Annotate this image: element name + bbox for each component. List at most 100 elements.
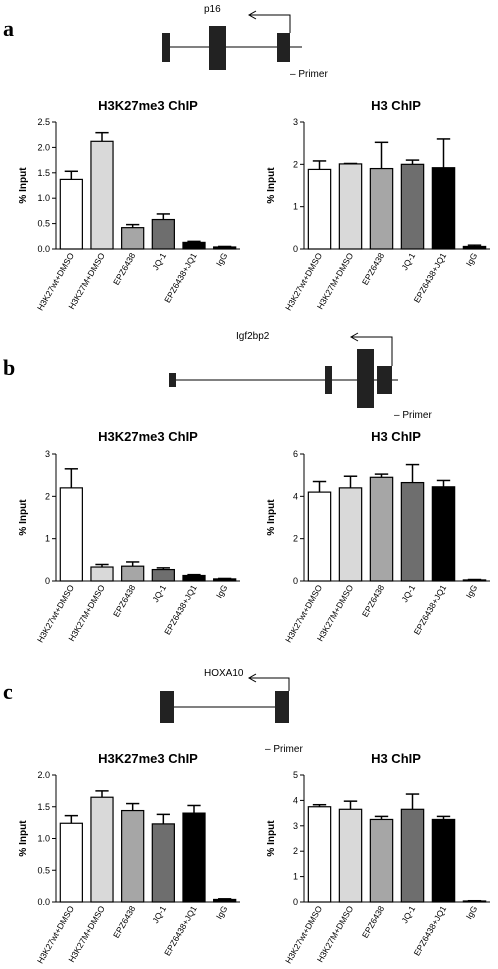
arrowhead-icon	[247, 10, 257, 20]
panel-a: a p16 – Primer H3K27me3 ChIP% Input0.00.…	[3, 4, 490, 312]
bar	[182, 574, 206, 582]
chart-title: H3 ChIP	[371, 751, 421, 766]
exon-1	[162, 33, 170, 62]
bar	[90, 566, 114, 582]
y-tick-label: 4	[293, 491, 298, 501]
bar	[400, 808, 425, 903]
y-tick-label: 2.0	[37, 770, 50, 780]
y-axis-label: % Input	[18, 499, 29, 536]
y-tick-label: 0.0	[37, 244, 50, 254]
bar	[182, 812, 206, 903]
x-category-label: EPZ6438+JQ1	[412, 251, 449, 305]
y-tick-label: 1.5	[37, 168, 50, 178]
bar	[307, 491, 332, 582]
bar	[151, 823, 175, 903]
bar	[213, 578, 237, 582]
x-category-label: EPZ6438+JQ1	[162, 583, 199, 637]
gene-name-c: HOXA10	[204, 668, 244, 679]
y-tick-label: 2.0	[37, 142, 50, 152]
tss-arrow-icon	[250, 14, 291, 33]
bar	[182, 241, 206, 250]
y-axis-label: % Input	[18, 167, 29, 204]
y-tick-label: 1.0	[37, 193, 50, 203]
y-axis-label: % Input	[266, 167, 277, 204]
bar	[369, 476, 394, 582]
bar	[151, 568, 175, 582]
y-tick-label: 1	[293, 872, 298, 882]
x-category-label: EPZ6438	[360, 583, 387, 619]
primer-label-b: – Primer	[394, 410, 432, 421]
y-tick-label: 1.5	[37, 802, 50, 812]
bar	[431, 167, 456, 250]
bar	[338, 808, 363, 903]
bar	[59, 487, 83, 582]
exon-2	[209, 26, 226, 70]
x-category-label: IgG	[464, 251, 480, 268]
primer-label-a: – Primer	[290, 69, 328, 80]
bar	[121, 227, 145, 250]
y-tick-label: 3	[45, 449, 50, 459]
y-tick-label: 0.0	[37, 897, 50, 907]
bar	[121, 809, 145, 903]
tss-arrow-icon	[250, 677, 290, 691]
x-category-label: IgG	[214, 251, 230, 268]
y-axis-label: % Input	[266, 820, 277, 857]
bar	[307, 168, 332, 250]
y-tick-label: 2	[293, 159, 298, 169]
chart-title: H3 ChIP	[371, 98, 421, 113]
bar	[90, 796, 114, 903]
bar	[400, 481, 425, 582]
y-tick-label: 1	[45, 534, 50, 544]
x-category-label: EPZ6438+JQ1	[162, 904, 199, 958]
y-tick-label: 2	[45, 491, 50, 501]
y-tick-label: 6	[293, 449, 298, 459]
chart-a-h3k27me3: H3K27me3 ChIP% Input0.00.51.01.52.02.5H3…	[18, 98, 240, 312]
chart-title: H3 ChIP	[371, 429, 421, 444]
primer-label-c: – Primer	[265, 744, 303, 755]
x-category-label: IgG	[214, 583, 230, 600]
bar	[59, 178, 83, 250]
x-category-label: EPZ6438	[111, 251, 138, 287]
x-category-label: JQ-1	[399, 583, 417, 604]
y-tick-label: 3	[293, 117, 298, 127]
exon-1	[160, 691, 174, 723]
chart-title: H3K27me3 ChIP	[98, 751, 198, 766]
y-tick-label: 0	[293, 897, 298, 907]
x-category-label: EPZ6438	[111, 904, 138, 940]
bar	[462, 245, 487, 250]
bar	[400, 163, 425, 250]
y-tick-label: 0.5	[37, 219, 50, 229]
x-category-label: JQ-1	[399, 251, 417, 272]
x-category-label: EPZ6438	[360, 904, 387, 940]
y-tick-label: 2	[293, 846, 298, 856]
chart-b-h3k27me3: H3K27me3 ChIP% Input0123H3K27wt+DMSOH3K2…	[18, 429, 240, 644]
gene-name-b: Igf2bp2	[236, 331, 270, 342]
bar	[307, 806, 332, 903]
x-category-label: EPZ6438+JQ1	[412, 904, 449, 958]
bar	[462, 900, 487, 903]
chart-a-h3: H3 ChIP% Input0123H3K27wt+DMSOH3K27M+DMS…	[266, 98, 490, 312]
x-category-label: JQ-1	[399, 904, 417, 925]
panel-letter-b: b	[3, 355, 15, 380]
bar	[369, 818, 394, 903]
exon-3	[277, 33, 290, 62]
chart-c-h3k27me3: H3K27me3 ChIP% Input0.00.51.01.52.0H3K27…	[18, 751, 240, 965]
y-axis-label: % Input	[18, 820, 29, 857]
y-tick-label: 1	[293, 202, 298, 212]
bar	[90, 140, 114, 250]
bar	[369, 167, 394, 250]
panel-letter-c: c	[3, 679, 13, 704]
bar	[462, 579, 487, 582]
x-category-label: EPZ6438	[360, 251, 387, 287]
y-tick-label: 3	[293, 821, 298, 831]
panel-c: c HOXA10 – Primer H3K27me3 ChIP % Input 0.…	[3, 668, 490, 965]
x-category-label: JQ-1	[150, 904, 168, 925]
gene-diagram-b: Igf2bp2 – Primer	[169, 331, 432, 421]
x-category-label: JQ-1	[150, 583, 168, 604]
exon-1	[169, 373, 176, 387]
chart-c-h3: H3 ChIP% Input012345H3K27wt+DMSOH3K27M+D…	[266, 751, 490, 965]
y-tick-label: 1.0	[37, 834, 50, 844]
x-category-label: IgG	[464, 583, 480, 600]
y-tick-label: 0	[293, 576, 298, 586]
y-tick-label: 0.5	[37, 865, 50, 875]
